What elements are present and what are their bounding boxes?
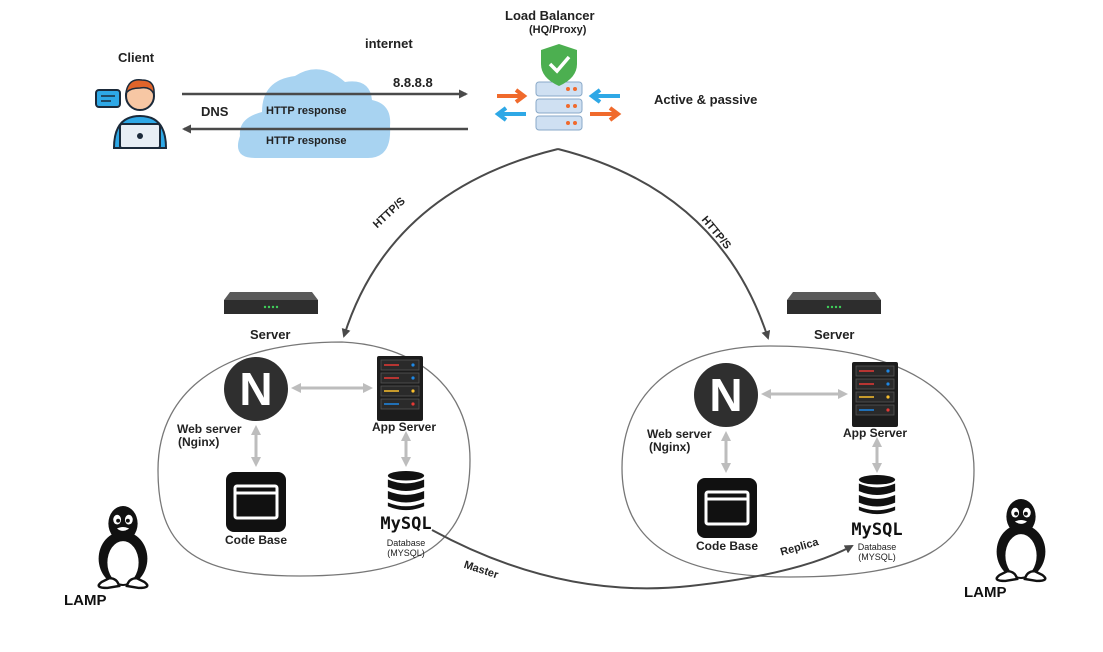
code-base-label: Code Base (225, 533, 288, 547)
server-label: Server (814, 327, 855, 342)
web-server-sub-label: (Nginx) (178, 435, 220, 449)
mysql-logo-text: MySQL (851, 520, 902, 540)
mysql-logo-text: MySQL (380, 514, 431, 534)
internet-cloud-icon (237, 69, 391, 158)
web-server-label: Web server (177, 422, 242, 436)
server-left-components: N MySQL (224, 356, 432, 534)
app-server-label: App Server (372, 420, 437, 434)
nginx-letter: N (239, 363, 272, 415)
database-label: Database (MYSQL) (849, 542, 905, 562)
server-hardware-icon (224, 292, 318, 314)
nginx-icon (224, 357, 288, 421)
database-type: (MYSQL) (858, 552, 896, 562)
stack-label: LAMP (64, 592, 107, 609)
database-type: (MYSQL) (387, 548, 425, 558)
link-lb-to-server-left (341, 148, 559, 338)
server-hardware-icon (787, 292, 881, 314)
load-balancer-title: Load Balancer (505, 8, 595, 23)
load-balancer-icon (494, 44, 622, 131)
http-response-bottom: HTTP response (266, 135, 347, 147)
dns-label: DNS (201, 104, 229, 119)
database-name: Database (386, 538, 426, 548)
stack-label: LAMP (964, 584, 1007, 601)
nginx-letter: N (709, 369, 742, 421)
internet-label: internet (365, 36, 413, 51)
database-label: Database (MYSQL) (378, 538, 434, 558)
client-icon (95, 79, 168, 149)
database-name: Database (857, 542, 897, 552)
web-server-sub-label: (Nginx) (649, 440, 691, 454)
code-base-folder-icon (226, 472, 286, 532)
server-right-components: N MySQL (694, 362, 903, 540)
code-base-label: Code Base (696, 539, 759, 553)
client-label: Client (118, 50, 155, 65)
app-server-rack-icon (376, 356, 424, 421)
link-lb-to-server-right (557, 148, 771, 340)
dns-ip-label: 8.8.8.8 (393, 75, 433, 90)
nginx-icon (694, 363, 758, 427)
server-label: Server (250, 327, 291, 342)
http-response-top: HTTP response (266, 105, 347, 117)
app-server-rack-icon (851, 362, 899, 427)
load-balancer-mode: Active & passive (654, 92, 758, 107)
replication-link (431, 529, 854, 590)
web-server-label: Web server (647, 427, 712, 441)
linux-tux-icon (995, 497, 1047, 583)
linux-tux-icon (97, 504, 149, 590)
app-server-label: App Server (843, 426, 908, 440)
code-base-folder-icon (697, 478, 757, 538)
load-balancer-subtitle: (HQ/Proxy) (529, 24, 587, 36)
